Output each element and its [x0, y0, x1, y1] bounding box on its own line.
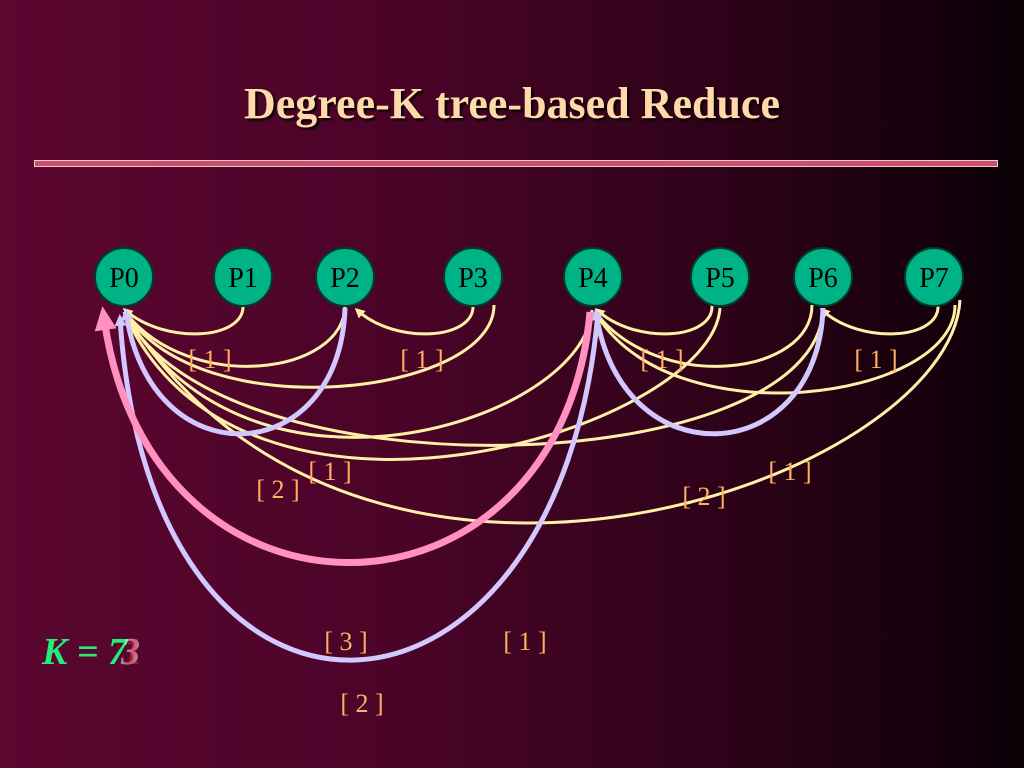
- node-label: P6: [808, 263, 838, 294]
- node-p3: P3: [443, 247, 503, 307]
- edge-label: [ 1 ]: [400, 345, 443, 374]
- edge-p2-p0: [123, 304, 347, 368]
- edge-label: [ 1 ]: [308, 457, 351, 486]
- node-p7: P7: [904, 247, 964, 307]
- edge-label: [ 1 ]: [854, 345, 897, 374]
- edge-label: [ 3 ]: [324, 627, 367, 656]
- node-p1: P1: [213, 247, 273, 307]
- edge-labels: [ 1 ] [ 1 ] [ 1 ] [ 1 ] [ 2 ] [ 1 ] [ 2 ] [ 1 ]…: [188, 345, 897, 718]
- node-p6: P6: [793, 247, 853, 307]
- edge-p5-p4: [594, 304, 714, 336]
- title-rule: [34, 160, 998, 167]
- k-value-overlay-3: 3: [120, 631, 140, 673]
- edge-p7-p4: [593, 304, 957, 395]
- edge-p3-p2: [354, 304, 475, 336]
- edge-k1-p4-p0: [94, 306, 594, 566]
- edge-p5-p0: [122, 307, 722, 461]
- edge-label: [ 2 ]: [340, 689, 383, 718]
- node-p4: P4: [563, 247, 623, 307]
- edge-k3-p2-p0: [121, 307, 348, 437]
- node-label: P7: [919, 263, 949, 294]
- node-p0: P0: [94, 247, 154, 307]
- edge-label: [ 2 ]: [256, 475, 299, 504]
- k-value-label: K = 7: [41, 631, 129, 673]
- edge-p1-p0: [122, 304, 245, 336]
- node-circle: [315, 247, 375, 307]
- edge-label: [ 1 ]: [640, 345, 683, 374]
- edges-k3: [114, 307, 826, 663]
- k-value-7: 7: [108, 631, 129, 673]
- edge-k3-p4-p0: [114, 311, 601, 663]
- node-circle: [563, 247, 623, 307]
- edge-p7-p0: [122, 299, 962, 525]
- node-label: P1: [228, 263, 258, 294]
- node-circle: [443, 247, 503, 307]
- node-circle: [690, 247, 750, 307]
- node-circle: [94, 247, 154, 307]
- edge-label: [ 1 ]: [768, 457, 811, 486]
- node-label: P0: [109, 263, 139, 294]
- edge-p6-p0: [122, 309, 825, 447]
- edge-label: [ 1 ]: [188, 345, 231, 374]
- node-circle: [793, 247, 853, 307]
- node-circle: [213, 247, 273, 307]
- edges-k1: [94, 306, 594, 566]
- node-label: P3: [458, 263, 488, 294]
- edge-k3-p6-p4: [591, 307, 826, 437]
- node-label: P2: [330, 263, 360, 294]
- node-label: P5: [705, 263, 735, 294]
- node-p2: P2: [315, 247, 375, 307]
- edge-label: [ 2 ]: [682, 482, 725, 511]
- node-circle: [904, 247, 964, 307]
- node-label: P4: [578, 263, 608, 294]
- edges-k7: [122, 299, 962, 525]
- edge-p4-p0: [122, 309, 594, 439]
- edge-p7-p6: [819, 304, 940, 336]
- edge-p3-p0: [123, 304, 496, 389]
- edge-p6-p4: [593, 304, 814, 368]
- slide-title: Degree-K tree-based Reduce: [244, 79, 780, 128]
- process-nodes: P0 P1 P2 P3 P4 P5 P6 P7: [94, 247, 964, 307]
- k-value-overlay-1: 1: [123, 631, 142, 673]
- edge-label: [ 1 ]: [503, 627, 546, 656]
- node-p5: P5: [690, 247, 750, 307]
